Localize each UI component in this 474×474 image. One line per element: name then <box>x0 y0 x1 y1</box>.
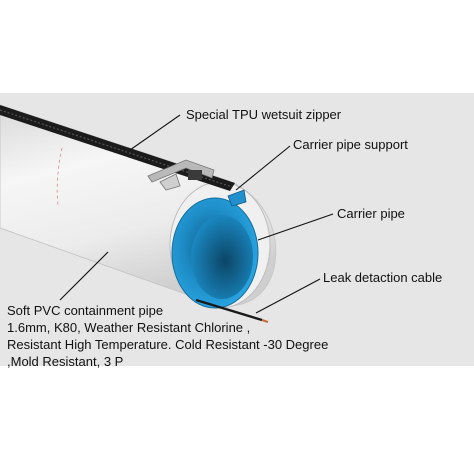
pointer-tpu <box>129 114 181 151</box>
leak-detection-cable <box>195 298 263 322</box>
pvc-line-4: ,Mold Resistant, 3 P <box>7 354 124 369</box>
carrier-pipe-inner <box>191 215 253 299</box>
pointer-carrier <box>257 213 334 241</box>
pvc-line-3: Resistant High Temperature. Cold Resista… <box>7 337 329 352</box>
pvc-line-1: Soft PVC containment pipe <box>7 303 164 318</box>
carrier-support-tab <box>227 189 247 207</box>
pointer-support <box>235 145 291 191</box>
zipper-slider-icon <box>147 159 215 191</box>
pointer-leak <box>255 278 321 314</box>
pointer-lines <box>59 114 334 314</box>
label-carrier-pipe: Carrier pipe <box>337 206 405 221</box>
pvc-line-2: 1.6mm, K80, Weather Resistant Chlorine , <box>7 320 251 335</box>
zipper-teeth <box>0 109 233 188</box>
label-carrier-support: Carrier pipe support <box>293 137 408 152</box>
leak-cable-tip <box>261 319 269 323</box>
label-pvc-description: Soft PVC containment pipe 1.6mm, K80, We… <box>7 302 328 370</box>
pointer-pvc <box>59 251 109 301</box>
label-tpu-zipper: Special TPU wetsuit zipper <box>186 107 342 122</box>
label-leak-cable: Leak detaction cable <box>323 270 443 285</box>
